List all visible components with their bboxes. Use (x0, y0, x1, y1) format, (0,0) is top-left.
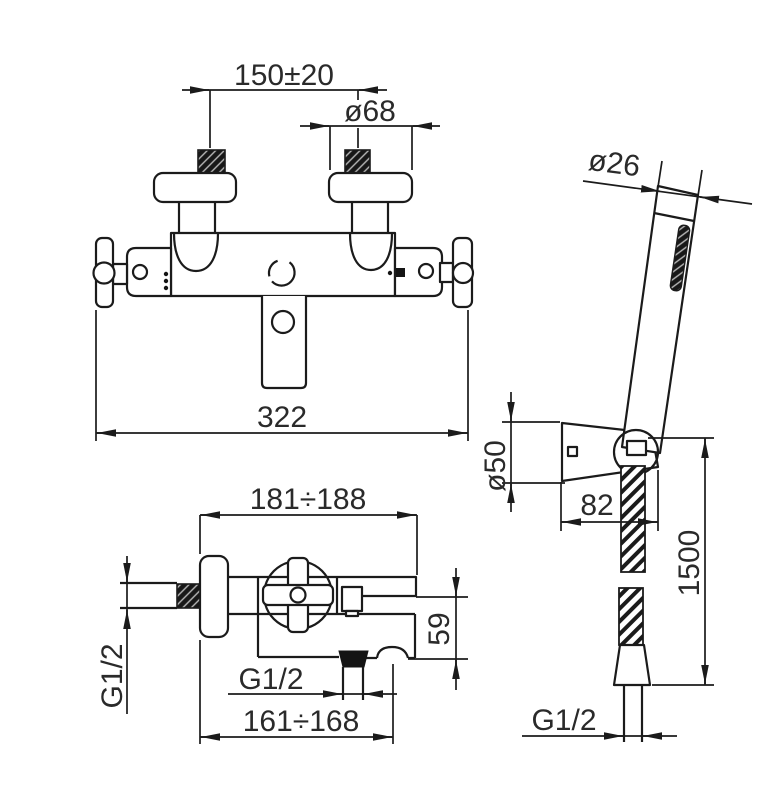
overall-width-label: 322 (257, 401, 307, 434)
dim-hose-thread: G1/2 (522, 704, 677, 740)
dim-flange-diameter: ø68 (300, 95, 440, 170)
holder-screw-hole (566, 445, 579, 458)
dim-outlet-thread: G1/2 (228, 663, 397, 698)
dim-inlet-spacing: 150±20 (182, 59, 387, 148)
right-union-bell (348, 232, 394, 272)
hose-thread-label: G1/2 (531, 704, 596, 737)
right-cross-handle-stub (438, 261, 455, 284)
body-side-outline (228, 575, 418, 660)
flow-marks (387, 268, 405, 277)
hose-upper (620, 465, 646, 573)
outlet-thread-label: G1/2 (238, 663, 303, 696)
spout-drop-label: 59 (423, 612, 456, 645)
temp-knob-side (340, 585, 364, 613)
handle-grip-strip (669, 224, 691, 292)
flange-diameter-label: ø68 (344, 95, 396, 128)
right-wall-union-hatch (344, 149, 371, 174)
left-cylinder-hole (131, 263, 149, 281)
hose-length-label: 1500 (673, 530, 706, 597)
dim-depth: 181÷188 (199, 483, 418, 575)
left-wall-union-hatch (197, 149, 226, 174)
right-neck (350, 202, 390, 233)
handle-back-disc (264, 561, 332, 629)
dim-overall-width: 322 (95, 310, 469, 441)
dim-inlet-thread: G1/2 (96, 556, 131, 714)
hand-shower-view: ø26 ø50 82 1500 (479, 144, 753, 742)
inlet-pipe (120, 581, 177, 610)
thermostat-symbol (267, 259, 296, 287)
dim-holder-depth: 82 (560, 470, 659, 531)
right-flange (327, 171, 414, 204)
cross-hub (289, 586, 307, 604)
temp-scale-dots (163, 271, 169, 291)
left-flange (152, 171, 238, 204)
spout-hole (270, 309, 296, 335)
dim-spout-drop: 59 (408, 568, 468, 690)
hose-nipple (622, 685, 644, 742)
spout-reach-label: 161÷168 (243, 705, 360, 738)
wall-flange-side (198, 554, 230, 639)
front-view: 150±20 ø68 322 (92, 59, 475, 441)
left-union-bell (172, 232, 220, 273)
left-cross-handle-hub (92, 261, 116, 285)
spout-outlet-side (338, 650, 369, 668)
right-cylinder-hole (417, 262, 435, 280)
handle-cap-line (653, 211, 695, 223)
side-view: 181÷188 G1/2 59 G1/2 (96, 483, 468, 744)
diverter-dome (375, 645, 410, 659)
left-handle-cylinder (125, 246, 173, 298)
holder-depth-label: 82 (580, 489, 613, 522)
spout-nipple (341, 667, 365, 700)
dim-holder-diameter: ø50 (479, 392, 565, 512)
inlet-spacing-label: 150±20 (234, 59, 334, 92)
dim-hose-length: 1500 (648, 437, 714, 686)
spout-front (260, 296, 308, 390)
inlet-thread-label: G1/2 (96, 643, 129, 708)
hose-cone (612, 643, 652, 687)
dim-handle-diameter: ø26 (582, 144, 753, 205)
depth-label: 181÷188 (250, 483, 367, 516)
right-cross-handle-hub (451, 261, 475, 285)
left-neck (177, 202, 217, 233)
dim-spout-reach: 161÷168 (199, 640, 394, 744)
inlet-pipe-hatch (176, 583, 201, 609)
handle-diameter-label: ø26 (586, 144, 642, 183)
temp-knob-base (344, 609, 360, 618)
hose-connector (625, 439, 648, 457)
holder-diameter-label: ø50 (479, 440, 512, 492)
hose-lower (618, 587, 644, 646)
